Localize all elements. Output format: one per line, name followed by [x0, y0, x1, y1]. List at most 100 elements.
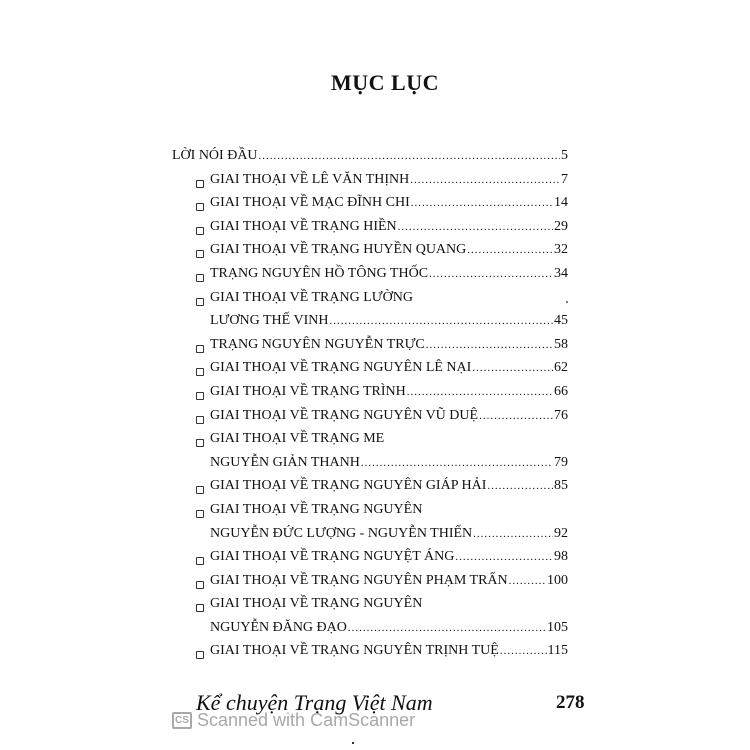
toc-entry-page: 98 [554, 549, 568, 565]
dot-leader [472, 362, 553, 374]
toc-entry: GIAI THOẠI VỀ TRẠNG NGUYÊN NGUYỄN ĐỨC LƯỢ… [172, 502, 568, 549]
page-number: 278 [556, 692, 585, 713]
toc-entry: GIAI THOẠI VỀ TRẠNG NGUYÊN PHẠM TRẤN 100 [172, 573, 568, 597]
toc-entry-title: TRẠNG NGUYÊN NGUYỄN TRỰC [210, 336, 425, 352]
toc-entry: GIAI THOẠI VỀ TRẠNG NGUYÊN LÊ NẠI 62 [172, 360, 568, 384]
square-bullet-icon [196, 344, 204, 353]
toc-entry: GIAI THOẠI VỀ TRẠNG NGUYÊN VŨ DUỆ 76 [172, 408, 568, 432]
square-bullet-icon [196, 179, 204, 188]
square-bullet-icon [196, 486, 204, 495]
toc-entry-page: 5 [561, 148, 568, 163]
square-bullet-icon [196, 557, 204, 566]
toc-entry-page: 100 [547, 572, 568, 588]
toc-entry-title: GIAI THOẠI VỀ LÊ VĂN THỊNH [210, 171, 410, 187]
toc-entry-title: GIAI THOẠI VỀ TRẠNG NGUYÊN [210, 596, 423, 612]
square-bullet-icon [196, 509, 204, 518]
toc-entry-title: LƯƠNG THẾ VINH [210, 313, 329, 329]
square-bullet-icon [196, 297, 204, 306]
dot-leader [500, 645, 547, 657]
toc-entry-page: 62 [554, 360, 568, 376]
toc-entry-page: 115 [547, 643, 568, 659]
toc-entry: GIAI THOẠI VỀ TRẠNG NGUYÊN NGUYỄN ĐĂNG ĐẠ… [172, 596, 568, 643]
toc-entry-title: GIAI THOẠI VỀ TRẠNG NGUYỆT ÁNG [210, 549, 455, 565]
toc-entry-title: NGUYỄN GIẢN THANH [210, 454, 360, 470]
square-bullet-icon [196, 439, 204, 448]
toc-entry-page: 7 [561, 171, 568, 187]
dot-leader [467, 244, 553, 256]
dot-leader [509, 575, 546, 587]
toc-entry-title: GIAI THOẠI VỀ TRẠNG NGUYÊN TRỊNH TUỆ [210, 643, 499, 659]
toc-entry-page: 105 [547, 619, 568, 635]
toc-entry: GIAI THOẠI VỀ TRẠNG ME NGUYỄN GIẢN THANH 7… [172, 431, 568, 478]
dot-leader [455, 551, 553, 563]
dot-leader [426, 339, 553, 351]
toc-entry-title: GIAI THOẠI VỀ TRẠNG NGUYÊN PHẠM TRẤN [210, 572, 508, 588]
camscanner-logo-icon: CS [172, 712, 192, 729]
toc-entry-title: LỜI NÓI ĐẦU [172, 148, 258, 163]
toc-entry: GIAI THOẠI VỀ TRẠNG TRÌNH 66 [172, 384, 568, 408]
toc-entry-page: 32 [554, 242, 568, 258]
square-bullet-icon [196, 604, 204, 613]
toc-entry: GIAI THOẠI VỀ TRẠNG NGUYÊN GIÁP HẢI85 [172, 478, 568, 502]
toc-entry: GIAI THOẠI VỀ TRẠNG LƯỜNG LƯƠNG THẾ VINH 4… [172, 290, 568, 337]
book-title-footer: Kể chuyện Trạng Việt Nam [196, 690, 433, 715]
toc-entry-title: GIAI THOẠI VỀ TRẠNG TRÌNH [210, 383, 406, 399]
toc-entry: GIAI THOẠI VỀ LÊ VĂN THỊNH 7 [172, 172, 568, 196]
scan-speck [566, 301, 568, 303]
toc-entry-page: 79 [554, 454, 568, 470]
square-bullet-icon [196, 273, 204, 282]
dot-leader [398, 221, 553, 233]
dot-leader [361, 457, 553, 469]
dot-leader [479, 410, 553, 422]
toc-entry-page: 92 [554, 525, 568, 541]
toc-entry-title: GIAI THOẠI VỀ MẠC ĐĨNH CHI [210, 195, 410, 211]
watermark-text: Scanned with CamScanner [197, 710, 416, 730]
toc-entry-page: 29 [554, 218, 568, 234]
toc-entry-title: GIAI THOẠI VỀ TRẠNG ME [210, 431, 385, 447]
toc-entry-title: NGUYỄN ĐỨC LƯỢNG - NGUYỄN THIẾN [210, 525, 473, 541]
square-bullet-icon [196, 651, 204, 660]
dot-leader [473, 528, 553, 540]
toc-entry: GIAI THOẠI VỀ TRẠNG HUYỀN QUANG 32 [172, 242, 568, 266]
dot-leader [487, 480, 553, 492]
dot-leader [410, 174, 560, 186]
scan-speck [352, 742, 354, 744]
table-of-contents: LỜI NÓI ĐẦU5GIAI THOẠI VỀ LÊ VĂN THỊNH7G… [172, 148, 568, 667]
square-bullet-icon [196, 250, 204, 259]
toc-entry-title: GIAI THOẠI VỀ TRẠNG LƯỜNG [210, 289, 413, 305]
square-bullet-icon [196, 368, 204, 377]
dot-leader [407, 386, 553, 398]
toc-entry-page: 66 [554, 383, 568, 399]
toc-entry-title: GIAI THOẠI VỀ TRẠNG NGUYÊN [210, 501, 423, 517]
square-bullet-icon [196, 203, 204, 212]
toc-entry-title: GIAI THOẠI VỀ TRẠNG HIỀN [210, 218, 397, 234]
toc-entry: LỜI NÓI ĐẦU 5 [172, 148, 568, 172]
toc-entry: TRẠNG NGUYÊN HỒ TÔNG THỐC 34 [172, 266, 568, 290]
toc-entry-page: 58 [554, 336, 568, 352]
toc-entry-title: GIAI THOẠI VỀ TRẠNG NGUYÊN GIÁP HẢI [210, 478, 487, 494]
toc-entry: GIAI THOẠI VỀ TRẠNG NGUYỆT ÁNG 98 [172, 549, 568, 573]
square-bullet-icon [196, 226, 204, 235]
toc-entry-page: 45 [554, 313, 568, 329]
toc-entry: GIAI THOẠI VỀ MẠC ĐĨNH CHI 14 [172, 195, 568, 219]
camscanner-watermark: CS Scanned with CamScanner [172, 710, 415, 731]
toc-entry: TRẠNG NGUYÊN NGUYỄN TRỰC 58 [172, 337, 568, 361]
square-bullet-icon [196, 391, 204, 400]
dot-leader [329, 315, 553, 327]
page-title: MỤC LỤC [331, 70, 439, 95]
toc-entry-page: 14 [554, 195, 568, 211]
toc-entry: GIAI THOẠI VỀ TRẠNG NGUYÊN TRỊNH TUỆ 115 [172, 643, 568, 667]
dot-leader [259, 150, 560, 162]
dot-leader [429, 268, 553, 280]
toc-entry-title: GIAI THOẠI VỀ TRẠNG NGUYÊN LÊ NẠI [210, 360, 472, 376]
toc-entry-page: 76 [554, 407, 568, 423]
toc-entry-title: NGUYỄN ĐĂNG ĐẠO [210, 619, 347, 635]
toc-entry-page: 34 [554, 265, 568, 281]
toc-entry-title: TRẠNG NGUYÊN HỒ TÔNG THỐC [210, 265, 429, 281]
toc-entry-title: GIAI THOẠI VỀ TRẠNG HUYỀN QUANG [210, 242, 467, 258]
toc-entry-title: GIAI THOẠI VỀ TRẠNG NGUYÊN VŨ DUỆ [210, 407, 479, 423]
toc-entry: GIAI THOẠI VỀ TRẠNG HIỀN 29 [172, 219, 568, 243]
dot-leader [411, 197, 553, 209]
square-bullet-icon [196, 580, 204, 589]
square-bullet-icon [196, 415, 204, 424]
